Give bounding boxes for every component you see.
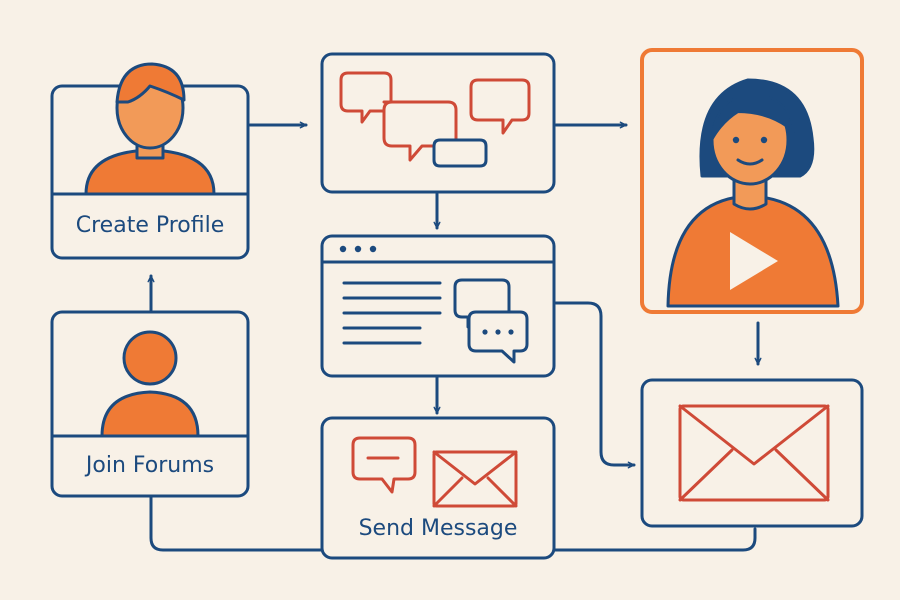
send-message-card[interactable]	[320, 416, 556, 560]
video-presenter-card[interactable]	[640, 48, 864, 314]
join-forums-label: Join Forums	[85, 453, 215, 478]
create-profile-card[interactable]	[50, 62, 250, 260]
envelope-icon	[678, 404, 830, 502]
email-card[interactable]	[640, 378, 864, 528]
browser-window-icon	[320, 245, 556, 345]
message-bubble-icon	[351, 436, 417, 494]
join-forums-card[interactable]	[50, 310, 250, 498]
chat-bubbles-card[interactable]	[320, 52, 556, 194]
forum-person-icon	[100, 330, 200, 438]
arrow-browser-to-email	[554, 301, 636, 469]
chat-bubbles-icon	[339, 71, 531, 168]
browser-window-card[interactable]	[320, 234, 556, 378]
send-message-label: Send Message	[358, 516, 518, 541]
message-bubble-icon	[453, 278, 529, 364]
create-profile-label: Create Profile	[75, 213, 225, 238]
play-icon[interactable]	[730, 232, 778, 290]
envelope-icon	[432, 450, 518, 508]
profile-person-icon	[84, 62, 216, 196]
